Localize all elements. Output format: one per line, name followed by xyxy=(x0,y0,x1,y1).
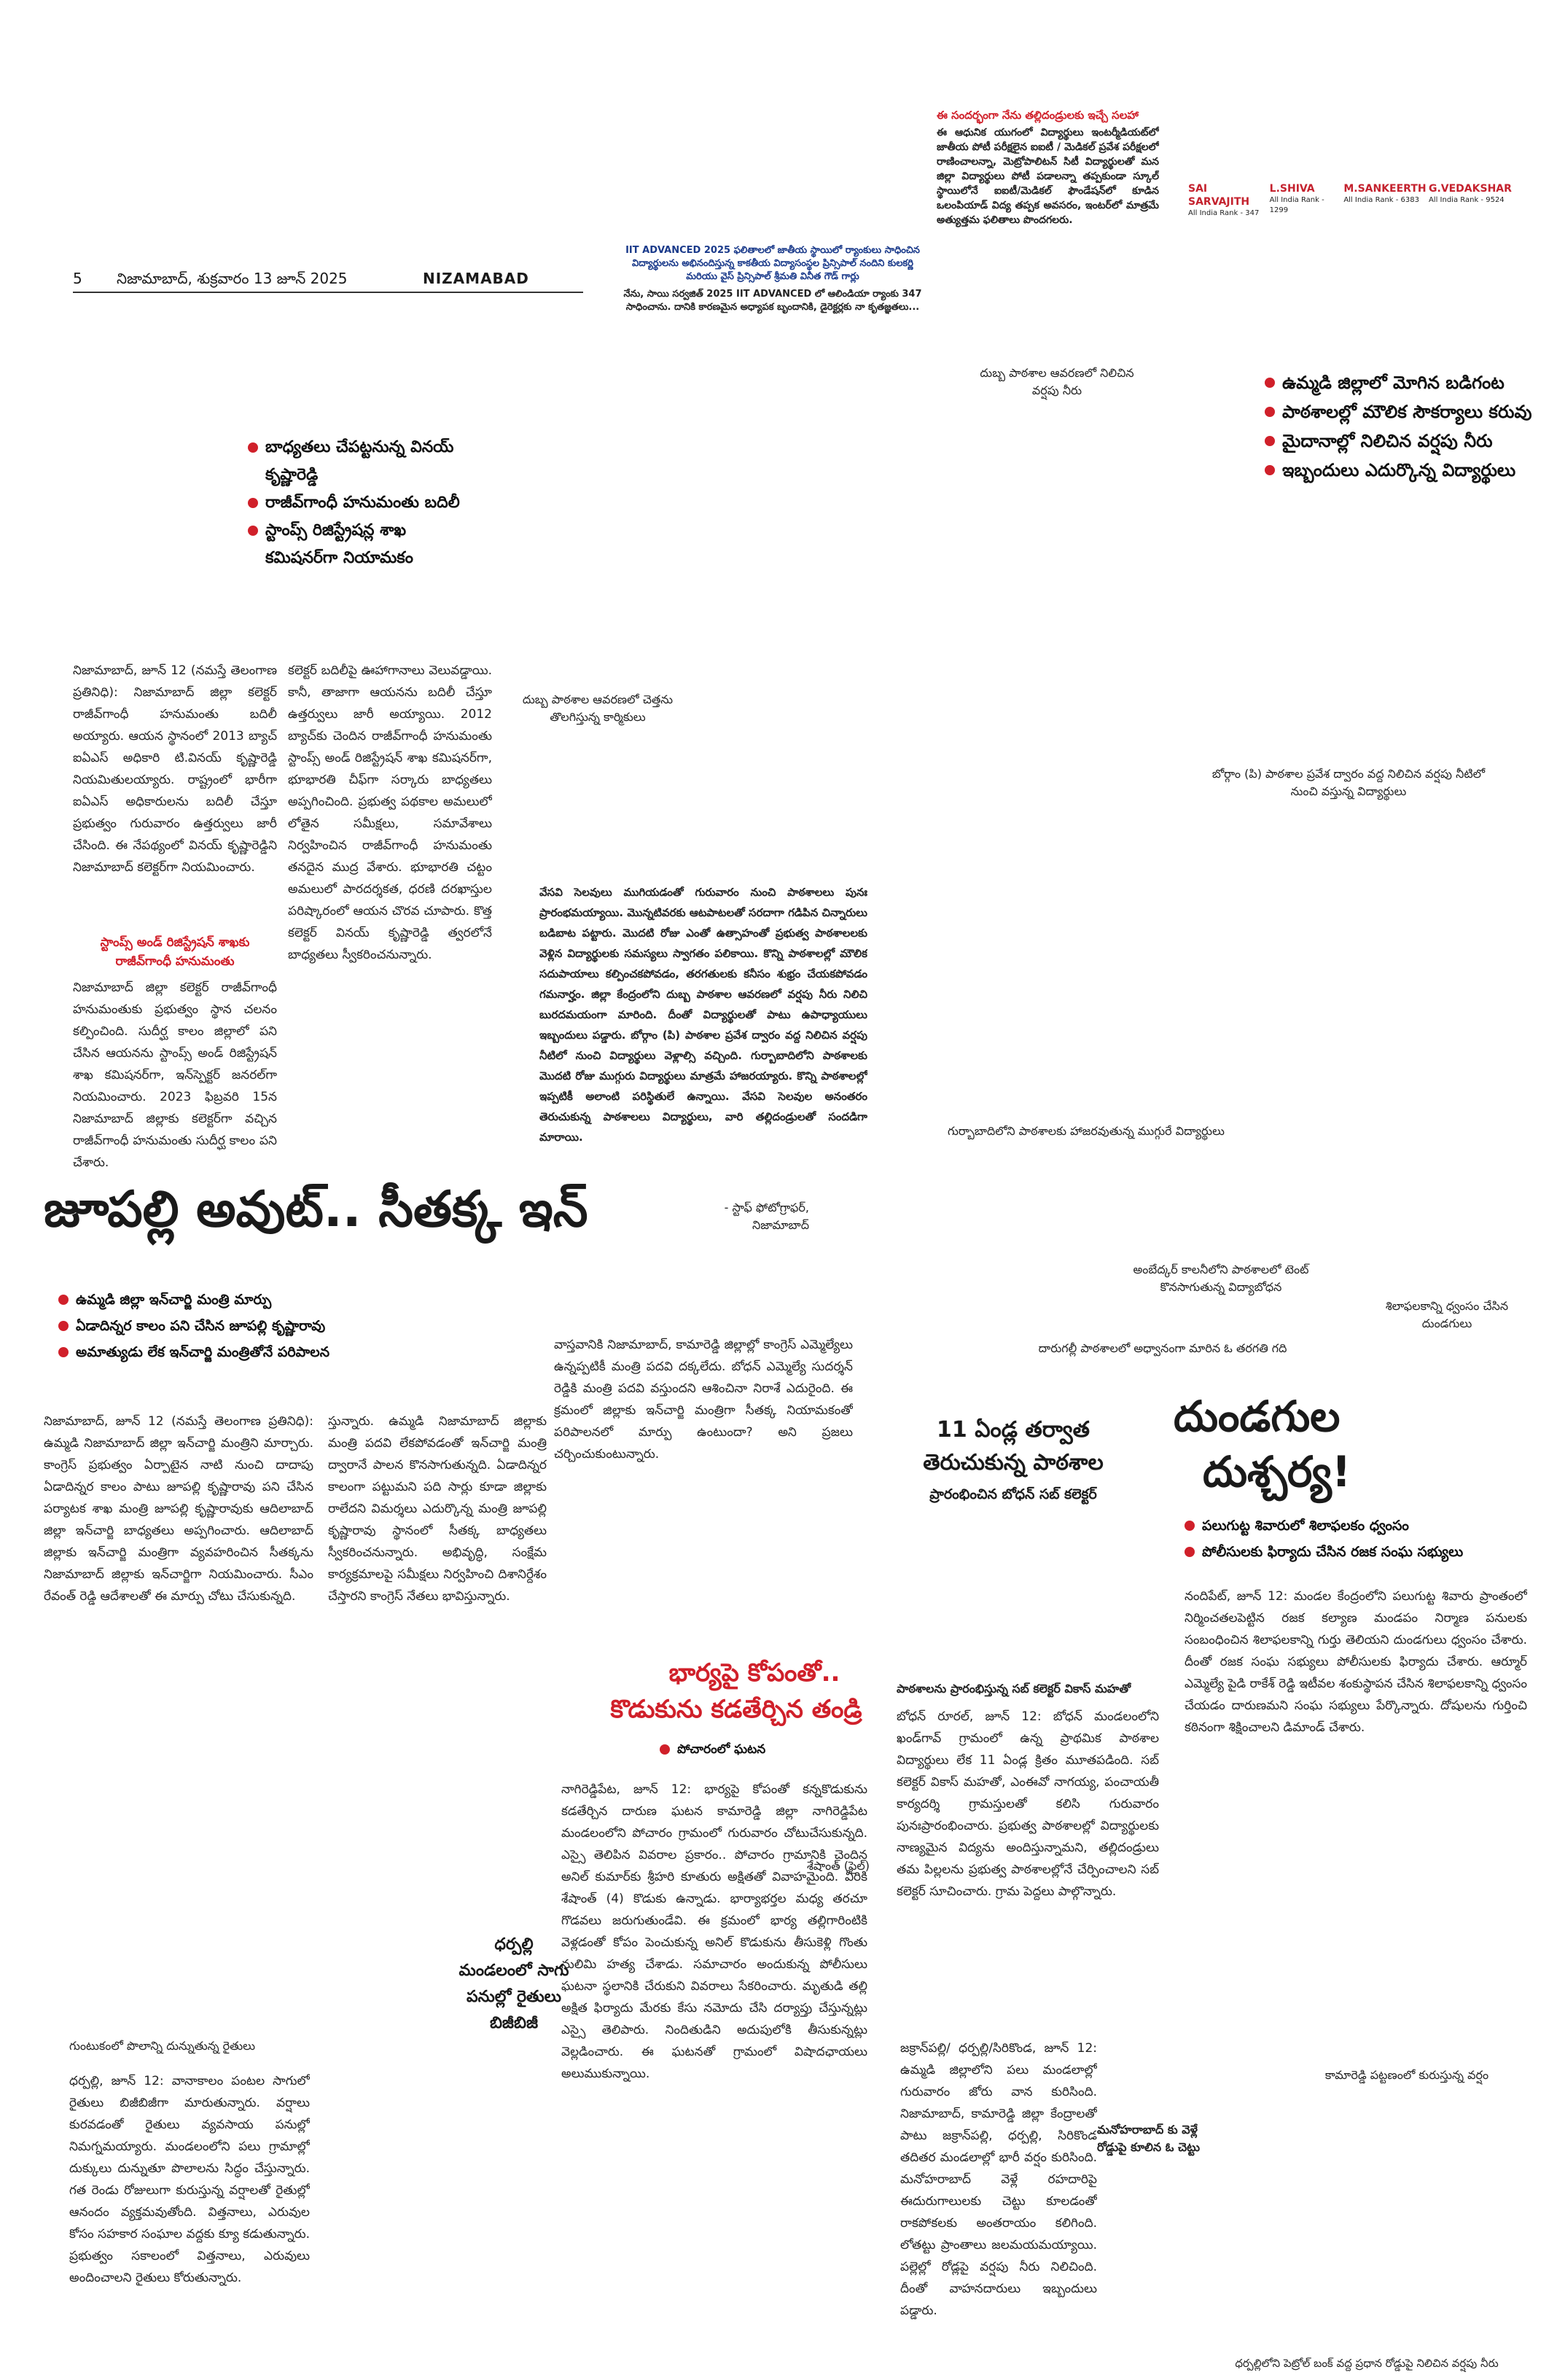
bullet-dot xyxy=(1265,378,1275,388)
ad-caption: నేను, సాయి సర్వజిత్ 2025 IIT ADVANCED లో… xyxy=(623,289,922,313)
jupally-headline: జూపల్లి అవుట్.. సీతక్క ఇన్ xyxy=(44,1181,588,1238)
ad-quote-body: ఈ ఆధునిక యుగంలో విద్యార్థులు ఇంటర్మీడియట… xyxy=(937,127,1159,226)
rank-card: M.SANKEERTH All India Rank - 6383 xyxy=(1343,182,1427,219)
bullet-dot xyxy=(1185,1521,1195,1531)
rain-body: వేసవి సెలవులు ముగియడంతో గురువారం నుంచి ప… xyxy=(539,886,867,1144)
father-body: నాగిరెడ్డిపేట, జూన్ 12: భార్యపై కోపంతో క… xyxy=(561,1782,867,2081)
photo-caption: శేషాంత్ (ఫైల్) xyxy=(807,1859,870,1873)
bullet-item: ఉమ్మడి జిల్లాలో మోగిన బడిగంట xyxy=(1265,368,1534,397)
vinay-bullet-list: బాధ్యతలు చేపట్టనున్న వినయ్ కృష్ణారెడ్డి … xyxy=(248,434,467,572)
rank-name: M.SANKEERTH xyxy=(1343,183,1427,195)
rank-card: SAI SARVAJITH All India Rank - 347 xyxy=(1188,182,1265,219)
rank-name: G.VEDAKSHAR xyxy=(1428,183,1512,195)
ad-quote-title: ఈ సందర్భంగా నేను తల్లిదండ్రులకు ఇచ్చే సల… xyxy=(937,109,1139,122)
farmers-body: ధర్పల్లి, జూన్ 12: వానాకాలం పంటల సాగులో … xyxy=(69,2074,310,2285)
bullet-dot xyxy=(58,1295,69,1305)
page-number: 5 xyxy=(73,270,82,287)
bullet-item: రాజీవ్‌గాంధీ హనుమంతు బదిలీ xyxy=(248,489,467,517)
farmers-col2: జక్రాన్‌పల్లి/ ధర్పల్లి/సిరికొండ, జూన్ 1… xyxy=(900,2041,1097,2318)
rank-card: L.SHIVA All India Rank - 1299 xyxy=(1270,182,1339,219)
bullet-item: పాఠశాలల్లో మౌలిక సౌకర్యాలు కరువు xyxy=(1265,397,1534,426)
school-subhead: ప్రారంభించిన బోధన్ సబ్ కలెక్టర్ xyxy=(929,1486,1097,1502)
photo-caption: దుబ్బ పాఠశాల ఆవరణలో నిలిచిన వర్షపు నీరు xyxy=(980,366,1134,397)
masthead-date: నిజామాబాద్, శుక్రవారం 13 జూన్ 2025 xyxy=(117,270,348,287)
jupally-col2: స్తున్నారు. ఉమ్మడి నిజామాబాద్ జిల్లాకు మ… xyxy=(328,1414,547,1604)
dundagula-headline-1: దుండగుల xyxy=(1174,1392,1341,1441)
bullet-dot xyxy=(248,442,258,453)
farmers-headline: ధర్పల్లి మండలంలో సాగు పనుల్లో రైతులు బిజ… xyxy=(458,1935,569,2032)
bullet-item: మైదానాల్లో నిలిచిన వర్షపు నీరు xyxy=(1265,426,1534,456)
school-body: బోధన్ రూరల్, జూన్ 12: బోధన్ మండలంలోని ఖం… xyxy=(897,1709,1159,1899)
bullet-item: ఏడాదిన్నర కాలం పని చేసిన జూపల్లి కృష్ణార… xyxy=(58,1313,496,1339)
bullet-item: బాధ్యతలు చేపట్టనున్న వినయ్ కృష్ణారెడ్డి xyxy=(248,434,467,489)
jupally-bullet-list: ఉమ్మడి జిల్లా ఇన్‌చార్జి మంత్రి మార్పు ఏ… xyxy=(58,1287,496,1365)
vinay-col2: కలెక్టర్ బదిలీపై ఊహాగానాలు వెలువడ్డాయి. … xyxy=(288,663,492,962)
photo-caption: కామారెడ్డి పట్టణంలో కురుస్తున్న వర్షం xyxy=(1324,2068,1489,2082)
photo-caption: గుర్బాబాదిలోని పాఠశాలకు హాజరవుతున్న ముగ్… xyxy=(948,1124,1225,1138)
photo-caption: అంబేద్కర్ కాలనీలోని పాఠశాలలో టెంట్ కొనసా… xyxy=(1133,1263,1309,1294)
rank-name: L.SHIVA xyxy=(1269,183,1315,195)
dundagula-headline: దుండగుల దుశ్చర్య! xyxy=(1174,1389,1516,1499)
bullet-dot xyxy=(1265,436,1275,446)
father-headline-2: కొడుకును కడతేర్చిన తండ్రి xyxy=(610,1695,862,1724)
rank-value: All India Rank - 347 xyxy=(1188,209,1260,217)
photo-caption: గుంటుకంలో పొలాన్ని దున్నుతున్న రైతులు xyxy=(69,2039,256,2053)
rank-value: All India Rank - 6383 xyxy=(1343,196,1420,204)
bullet-dot xyxy=(248,498,258,508)
bullet-item: పోలీసులకు ఫిర్యాదు చేసిన రజక సంఘ సభ్యులు xyxy=(1185,1539,1527,1565)
bullet-dot xyxy=(1265,465,1275,475)
bullet-dot xyxy=(1265,407,1275,417)
rank-value: All India Rank - 9524 xyxy=(1428,196,1505,204)
ad-rank-list: SAI SARVAJITH All India Rank - 347 L.SHI… xyxy=(1188,182,1512,219)
bullet-dot xyxy=(58,1347,69,1357)
photo-caption: పాఠశాలను ప్రారంభిస్తున్న సబ్ కలెక్టర్ వి… xyxy=(897,1682,1131,1696)
jupally-col3: వాస్తవానికి నిజామాబాద్, కామారెడ్డి జిల్ల… xyxy=(554,1338,853,1462)
jupally-col1: నిజామాబాద్, జూన్ 12 (నమస్తే తెలంగాణ ప్రత… xyxy=(44,1414,313,1604)
bullet-dot xyxy=(58,1321,69,1331)
bullet-item: ఇబ్బందులు ఎదుర్కొన్న విద్యార్థులు xyxy=(1265,456,1534,485)
dundagula-body: నందిపేట్, జూన్ 12: మండల కేంద్రంలోని పలుగ… xyxy=(1185,1589,1527,1735)
vinay-col1a: నిజామాబాద్, జూన్ 12 (నమస్తే తెలంగాణ ప్రత… xyxy=(73,663,277,875)
bullet-item: ఉమ్మడి జిల్లా ఇన్‌చార్జి మంత్రి మార్పు xyxy=(58,1287,496,1313)
bullet-dot xyxy=(1185,1547,1195,1557)
dundagula-bullet-list: పలుగుట్ట శివారులో శిలాఫలకం ధ్వంసం పోలీసు… xyxy=(1185,1513,1527,1565)
photo-caption: ధర్పల్లిలోని పెట్రోల్ బంక్ వద్ద ప్రధాన ర… xyxy=(1235,2357,1499,2370)
bullet-item: స్టాంప్స్ రిజిస్ట్రేషన్ల శాఖ కమిషనర్‌గా … xyxy=(248,517,467,572)
ad-title: IIT ADVANCED 2025 ఫలితాలలో జాతీయ స్థాయిల… xyxy=(625,245,920,282)
photo-caption: దారుగల్లీ పాఠశాలలో అధ్వానంగా మారిన ఓ తరగ… xyxy=(1038,1341,1287,1355)
school-headline-2: తెరుచుకున్న పాఠశాల xyxy=(923,1450,1104,1475)
bullet-dot xyxy=(248,526,258,536)
father-bullet: పోచారంలో ఘటన xyxy=(660,1739,765,1760)
photo-caption: శిలాఫలకాన్ని ధ్వంసం చేసిన దుండగులు xyxy=(1385,1299,1509,1330)
masthead-rule xyxy=(73,292,583,293)
bullet-item: పలుగుట్ట శివారులో శిలాఫలకం ధ్వంసం xyxy=(1185,1513,1527,1539)
vinay-col1b: నిజామాబాద్ జిల్లా కలెక్టర్ రాజీవ్‌గాంధీ … xyxy=(73,980,277,1170)
rank-name: SAI SARVAJITH xyxy=(1188,183,1250,208)
school-headline-1: 11 ఏండ్ల తర్వాత xyxy=(937,1417,1090,1443)
rank-card: G.VEDAKSHAR All India Rank - 9524 xyxy=(1428,182,1512,219)
photo-caption: బోర్గాం (పి) పాఠశాల ప్రవేశ ద్వారం వద్ద న… xyxy=(1211,767,1486,798)
photo-caption: దుబ్బ పాఠశాల ఆవరణలో చెత్తను తొలగిస్తున్న… xyxy=(522,692,674,724)
rain-byline: - స్టాఫ్ ఫోటోగ్రాఫర్, నిజామాబాద్ xyxy=(724,1201,809,1232)
masthead-edition: NIZAMABAD xyxy=(423,270,529,287)
bullet-dot xyxy=(660,1744,670,1755)
vinay-subhead: స్టాంప్స్ అండ్ రిజిస్ట్రేషన్ శాఖకు రాజీవ… xyxy=(100,935,250,969)
photo-caption: మనోహరాబాద్ కు వెళ్లే రోడ్డుపై కూలిన ఓ చె… xyxy=(1097,2123,1201,2154)
rank-value: All India Rank - 1299 xyxy=(1269,196,1324,214)
dundagula-headline-2: దుశ్చర్య! xyxy=(1203,1447,1351,1497)
father-headline-1: భార్యపై కోపంతో.. xyxy=(668,1658,840,1688)
bullet-item: అమాత్యుడు లేక ఇన్‌చార్జి మంత్రితోనే పరిప… xyxy=(58,1339,496,1365)
rain-bullet-list: ఉమ్మడి జిల్లాలో మోగిన బడిగంట పాఠశాలల్లో … xyxy=(1265,368,1534,485)
